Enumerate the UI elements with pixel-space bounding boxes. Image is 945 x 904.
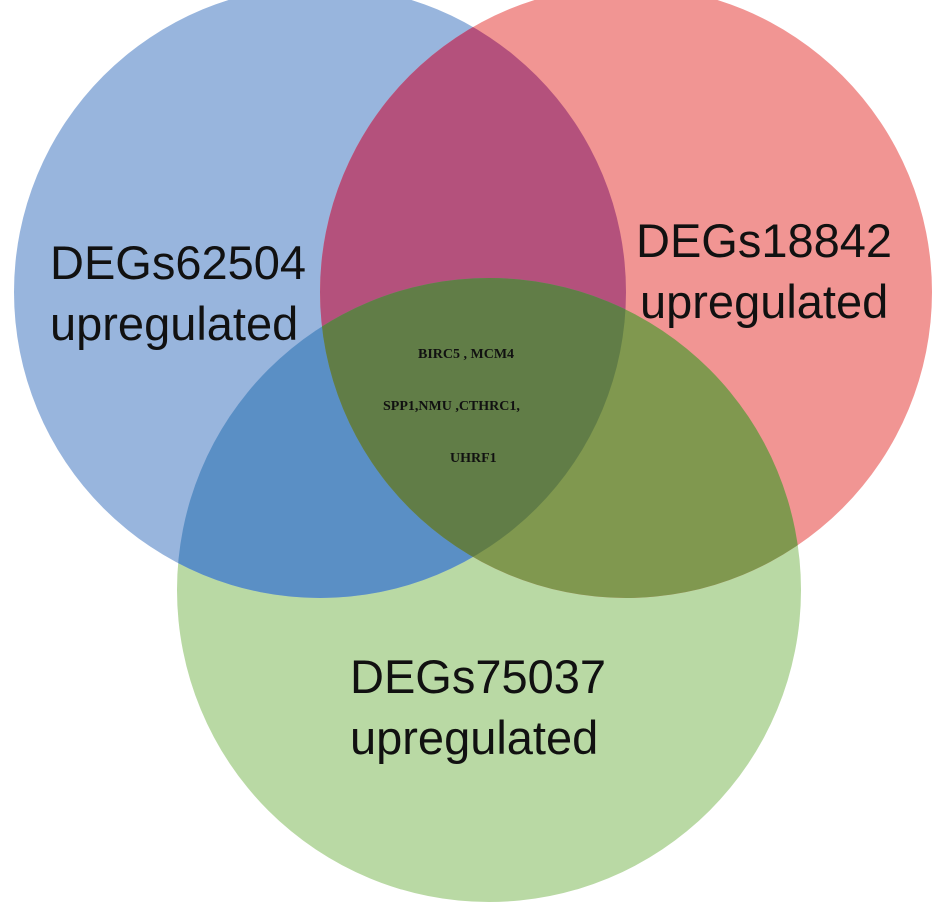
set-label-a-line1: DEGs62504: [50, 236, 306, 289]
set-label-c-line2: upregulated: [350, 711, 598, 764]
set-label-b-line1: DEGs18842: [636, 214, 892, 267]
intersection-gene-line-3: UHRF1: [450, 451, 497, 466]
intersection-gene-line-1: BIRC5 , MCM4: [418, 347, 514, 362]
intersection-gene-line-2: SPP1,NMU ,CTHRC1,: [383, 399, 520, 414]
set-label-c-line1: DEGs75037: [350, 650, 606, 703]
set-label-b-line2: upregulated: [640, 275, 888, 328]
set-label-a-line2: upregulated: [50, 297, 298, 350]
